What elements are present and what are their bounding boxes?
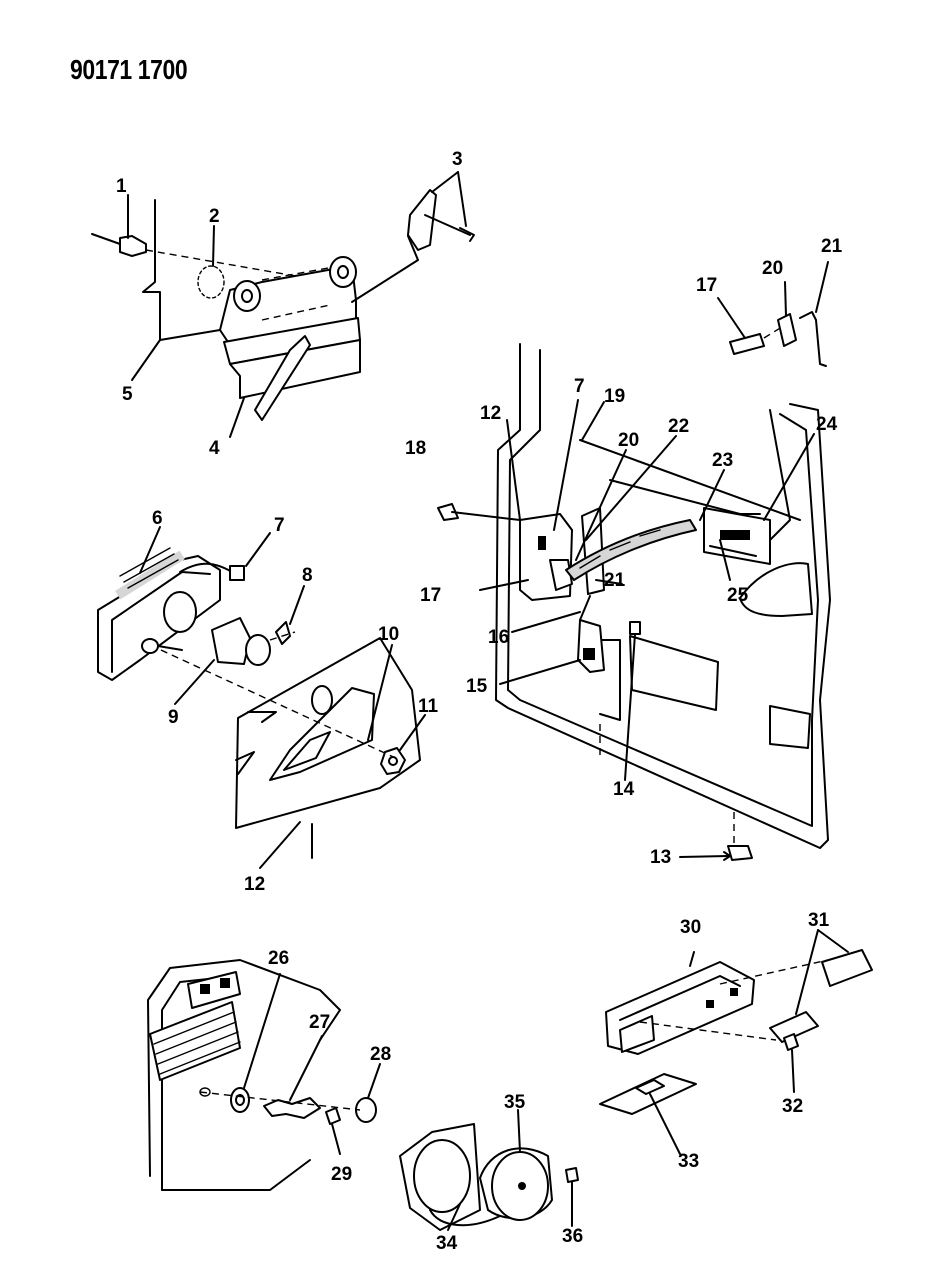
linkage-detail-group xyxy=(717,261,829,367)
callout-12: 12 xyxy=(244,874,265,895)
callout-20: 20 xyxy=(762,258,783,279)
callout-26: 26 xyxy=(268,948,289,969)
callout-17-door: 17 xyxy=(420,585,441,606)
inside-handle-group xyxy=(97,526,426,869)
callout-3: 3 xyxy=(452,149,463,170)
document-id: 90171 1700 xyxy=(70,54,188,85)
callout-11: 11 xyxy=(418,696,439,717)
callout-12-door: 12 xyxy=(480,403,501,424)
callout-29: 29 xyxy=(331,1164,352,1185)
callout-35: 35 xyxy=(504,1092,526,1113)
callout-36: 36 xyxy=(562,1226,583,1247)
callout-30: 30 xyxy=(680,917,701,938)
callout-20-door: 20 xyxy=(618,430,639,451)
callout-13: 13 xyxy=(650,847,671,868)
callout-27: 27 xyxy=(309,1012,330,1033)
callout-21-door: 21 xyxy=(604,570,626,591)
callout-22: 22 xyxy=(668,416,689,437)
callout-7: 7 xyxy=(274,515,285,536)
callout-16: 16 xyxy=(488,627,509,648)
callout-34: 34 xyxy=(436,1233,458,1254)
callout-28: 28 xyxy=(370,1044,391,1065)
callout-19: 19 xyxy=(604,386,625,407)
callout-8: 8 xyxy=(302,565,313,586)
callout-14: 14 xyxy=(613,779,635,800)
callout-6: 6 xyxy=(152,508,163,529)
callout-21: 21 xyxy=(821,236,843,257)
callout-25: 25 xyxy=(727,585,749,606)
callout-1: 1 xyxy=(116,176,127,197)
hinge-assembly-group xyxy=(91,171,475,438)
callout-7-door: 7 xyxy=(574,376,585,397)
trim-panel-group xyxy=(147,959,381,1191)
callout-18: 18 xyxy=(405,438,426,459)
callout-10: 10 xyxy=(378,624,399,645)
callout-9: 9 xyxy=(168,707,179,728)
switch-bezel-group xyxy=(599,929,873,1155)
callout-33: 33 xyxy=(678,1151,699,1172)
callout-24: 24 xyxy=(816,414,838,435)
callout-2: 2 xyxy=(209,206,220,227)
callout-4: 4 xyxy=(209,438,220,459)
speaker-group xyxy=(399,1109,579,1231)
callout-15: 15 xyxy=(466,676,488,697)
callout-labels: 1 2 3 4 5 6 7 8 9 10 11 12 17 20 21 12 7… xyxy=(116,149,843,1254)
callout-31: 31 xyxy=(808,910,830,931)
callout-32: 32 xyxy=(782,1096,803,1117)
callout-23: 23 xyxy=(712,450,733,471)
door-shell-group xyxy=(437,343,831,861)
callout-5: 5 xyxy=(122,384,133,405)
callout-17: 17 xyxy=(696,275,717,296)
